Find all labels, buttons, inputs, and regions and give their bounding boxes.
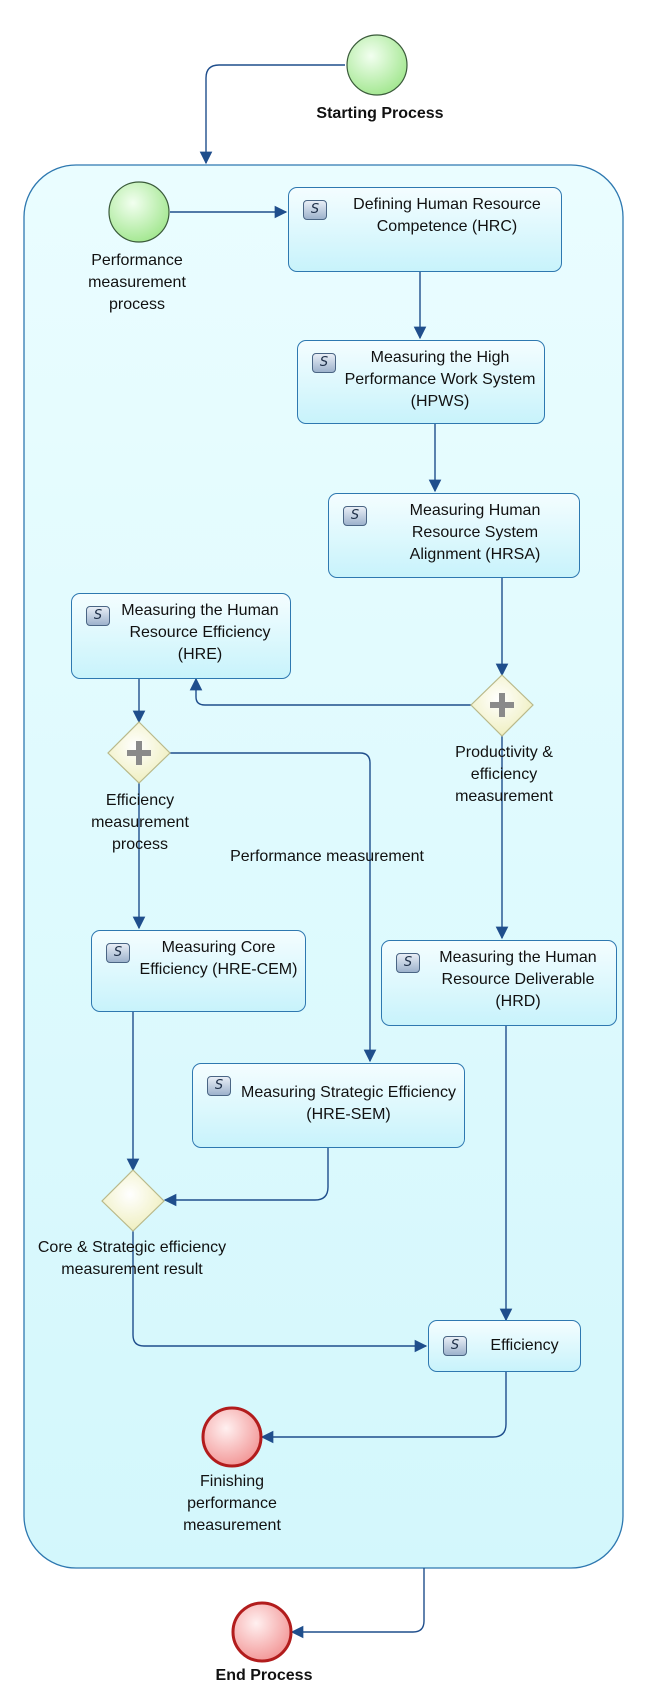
productivity-gateway	[470, 674, 534, 737]
task-hre-label: Measuring the Human Resource Efficiency …	[121, 602, 279, 663]
performance-measurement-start-label: Performance measurement process	[88, 252, 186, 313]
flow-efficiency-gateway-to-hre-sem	[170, 752, 377, 1063]
end-process-label: End Process	[215, 1667, 313, 1684]
flow-starting-to-pool	[199, 64, 345, 165]
sequence-flows	[126, 64, 513, 1639]
task-hpws[interactable]: S Measuring the High Performance Work Sy…	[297, 340, 545, 424]
task-efficiency[interactable]: S Efficiency	[428, 1320, 581, 1372]
flow-productivity-to-hre	[189, 677, 471, 706]
end-process-event	[231, 1601, 293, 1663]
script-task-icon: S	[86, 606, 110, 626]
script-task-icon: S	[443, 1336, 467, 1356]
flow-hre-sem-to-core-strategic-gateway	[163, 1148, 329, 1207]
core-strategic-gateway-label: Core & Strategic efficiency measurement …	[37, 1239, 227, 1278]
flow-pool-to-end	[290, 1568, 425, 1639]
script-task-icon: S	[312, 353, 336, 373]
task-hrd[interactable]: S Measuring the Human Resource Deliverab…	[381, 940, 617, 1026]
flow-efficiency-to-finishing	[260, 1372, 507, 1444]
script-task-icon: S	[343, 506, 367, 526]
task-hrd-label: Measuring the Human Resource Deliverable…	[439, 949, 597, 1010]
finishing-performance-event	[201, 1406, 263, 1468]
finishing-performance-label: Finishing performance measurement	[183, 1473, 281, 1534]
performance-measurement-start-event	[108, 181, 170, 243]
core-strategic-gateway	[101, 1169, 165, 1232]
script-task-icon: S	[303, 200, 327, 220]
plus-icon	[127, 741, 151, 765]
plus-icon	[490, 693, 514, 717]
starting-process-label: Starting Process	[316, 105, 444, 122]
task-hre-sem[interactable]: S Measuring Strategic Efficiency (HRE-SE…	[192, 1063, 465, 1148]
efficiency-process-gateway	[107, 721, 171, 784]
task-hre-cem[interactable]: S Measuring Core Efficiency (HRE-CEM)	[91, 930, 306, 1012]
script-task-icon: S	[106, 943, 130, 963]
task-hrc[interactable]: S Defining Human Resource Competence (HR…	[288, 187, 562, 272]
task-hre[interactable]: S Measuring the Human Resource Efficienc…	[71, 593, 291, 679]
script-task-icon: S	[207, 1076, 231, 1096]
task-hpws-label: Measuring the High Performance Work Syst…	[344, 349, 536, 410]
task-efficiency-label: Efficiency	[490, 1337, 559, 1354]
starting-process-event	[346, 34, 408, 96]
task-hrsa-label: Measuring Human Resource System Alignmen…	[409, 502, 541, 563]
performance-measurement-flow-label: Performance measurement	[230, 848, 424, 865]
productivity-gateway-label: Productivity & efficiency measurement	[455, 744, 553, 805]
task-hrsa[interactable]: S Measuring Human Resource System Alignm…	[328, 493, 580, 578]
task-hre-sem-label: Measuring Strategic Efficiency (HRE-SEM)	[241, 1084, 456, 1123]
script-task-icon: S	[396, 953, 420, 973]
efficiency-process-gateway-label: Efficiency measurement process	[91, 792, 189, 853]
task-hrc-label: Defining Human Resource Competence (HRC)	[353, 196, 541, 235]
task-hre-cem-label: Measuring Core Efficiency (HRE-CEM)	[139, 939, 298, 978]
flow-core-strategic-to-efficiency	[132, 1231, 428, 1353]
